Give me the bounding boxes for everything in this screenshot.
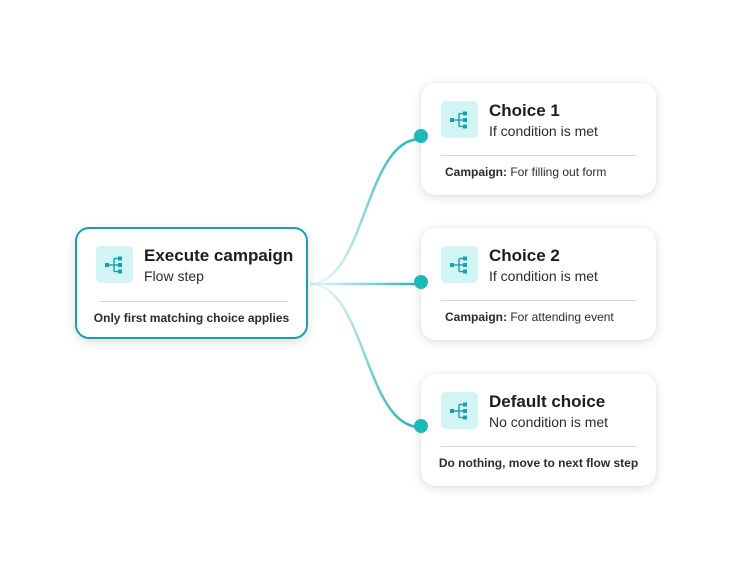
card-footer: Campaign: For attending event xyxy=(421,308,656,326)
card-subtitle: If condition is met xyxy=(489,123,598,139)
card-divider xyxy=(441,446,636,447)
choice-1-card[interactable]: Choice 1 If condition is met Campaign: F… xyxy=(421,83,656,195)
choice-2-card[interactable]: Choice 2 If condition is met Campaign: F… xyxy=(421,228,656,340)
campaign-value: For attending event xyxy=(507,310,614,324)
card-divider xyxy=(99,301,288,302)
connector-dot-choice-1[interactable] xyxy=(414,129,428,143)
campaign-label: Campaign: xyxy=(445,310,508,324)
default-choice-card[interactable]: Default choice No condition is met Do no… xyxy=(421,374,656,486)
campaign-value: For filling out form xyxy=(507,165,607,179)
campaign-label: Campaign: xyxy=(445,165,508,179)
connector-to-default-choice xyxy=(309,282,421,429)
card-divider xyxy=(441,300,636,301)
execute-campaign-card[interactable]: Execute campaign Flow step Only first ma… xyxy=(75,227,308,339)
card-footer: Do nothing, move to next flow step xyxy=(438,456,639,470)
branch-flow-icon xyxy=(441,392,478,429)
card-title: Default choice xyxy=(489,392,606,411)
card-subtitle: No condition is met xyxy=(489,414,609,430)
card-title: Choice 1 xyxy=(489,101,560,120)
card-footer: Only first matching choice applies xyxy=(93,311,290,325)
card-subtitle: If condition is met xyxy=(489,268,598,284)
branch-flow-icon xyxy=(441,246,478,283)
branch-flow-icon xyxy=(441,101,478,138)
card-title: Execute campaign xyxy=(144,246,294,265)
connector-dot-choice-2[interactable] xyxy=(414,275,428,289)
card-footer: Campaign: For filling out form xyxy=(421,163,656,181)
branch-flow-icon xyxy=(96,246,133,283)
connector-to-choice-1 xyxy=(309,137,421,286)
card-title: Choice 2 xyxy=(489,246,560,265)
card-divider xyxy=(441,155,636,156)
connector-dot-default-choice[interactable] xyxy=(414,419,428,433)
card-subtitle: Flow step xyxy=(144,268,204,284)
